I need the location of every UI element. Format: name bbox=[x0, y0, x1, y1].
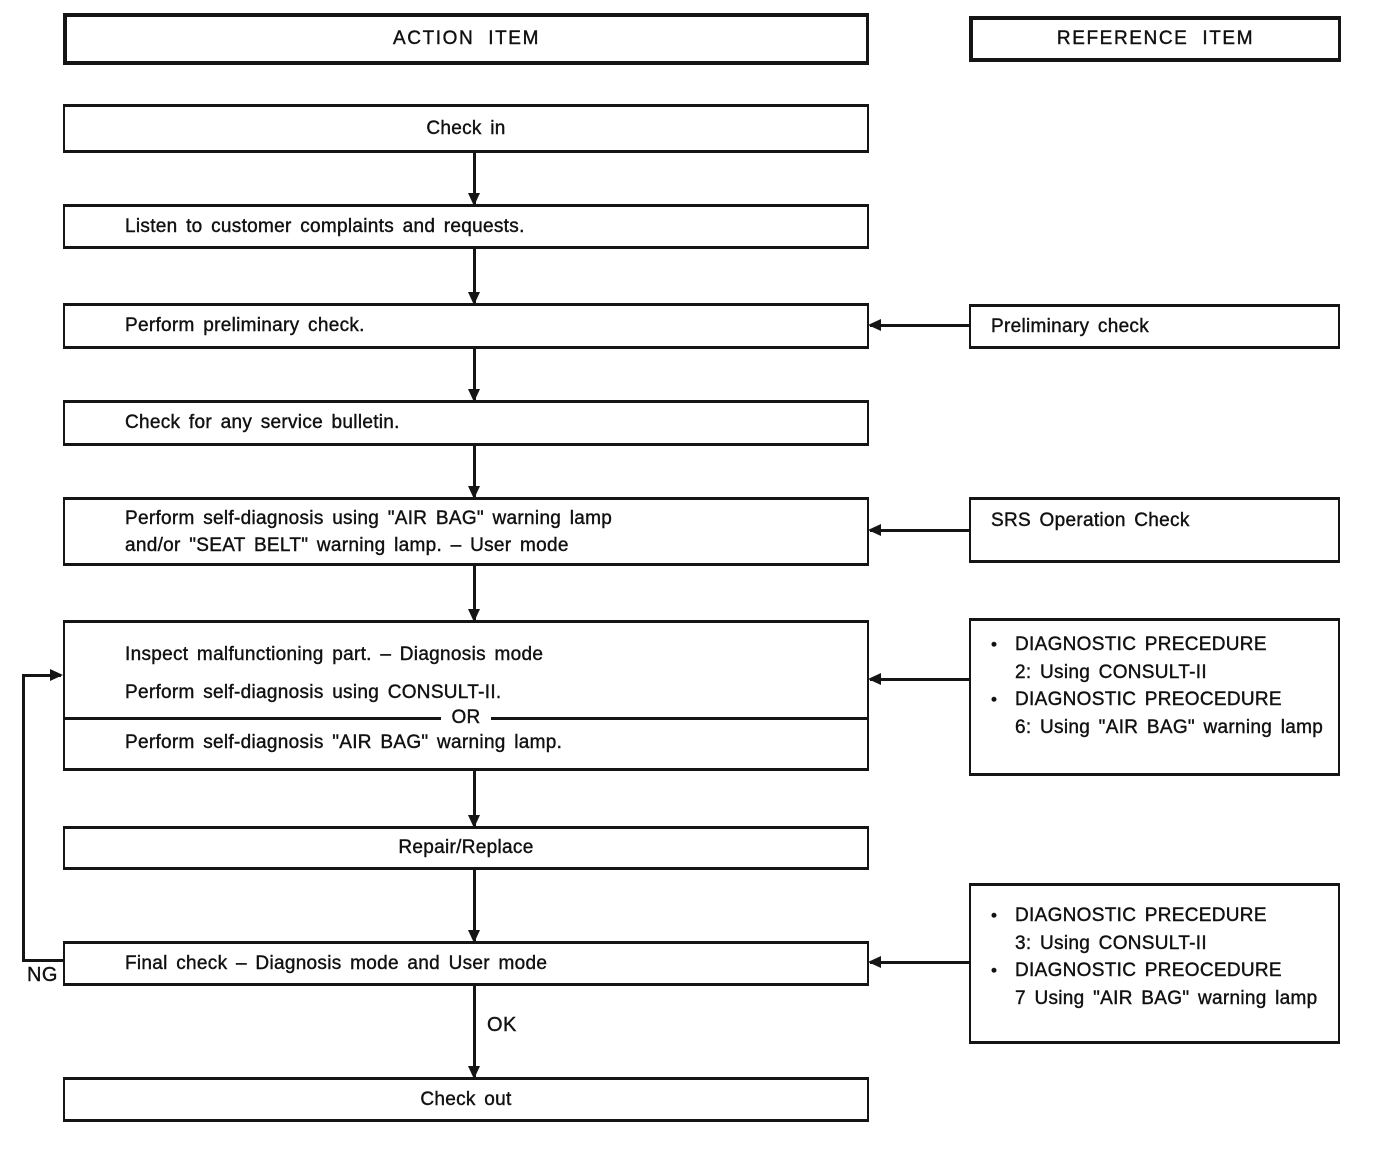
bullet-icon: • bbox=[991, 961, 998, 980]
flow-box-repair-replace: Repair/Replace bbox=[63, 826, 869, 870]
or-divider-left-rule bbox=[65, 716, 442, 720]
arrow-ref-diag-upper bbox=[868, 673, 969, 684]
flow-box-self-diagnosis: Perform self-diagnosis using "AIR BAG" w… bbox=[63, 497, 869, 566]
listen-label: Listen to customer complaints and reques… bbox=[125, 215, 525, 237]
check-in-label: Check in bbox=[426, 117, 506, 139]
arrow-bulletin-to-selfdiag bbox=[468, 446, 479, 499]
arrow-finalcheck-to-checkout bbox=[468, 986, 479, 1079]
ok-label: OK bbox=[487, 1014, 517, 1036]
inspect-lower-section: Perform self-diagnosis "AIR BAG" warning… bbox=[65, 718, 867, 768]
diagnostic-lower-item-2: • DIAGNOSTIC PREOCEDURE 7 Using "AIR BAG… bbox=[991, 957, 1324, 1012]
diag-lower-2-title: DIAGNOSTIC PREOCEDURE bbox=[1015, 960, 1282, 981]
diagnostic-lower-item-1: • DIAGNOSTIC PRECEDURE 3: Using CONSULT-… bbox=[991, 902, 1324, 957]
check-out-label: Check out bbox=[420, 1088, 512, 1110]
action-item-header-label: ACTION ITEM bbox=[392, 28, 541, 49]
diag-upper-2-detail: 6: Using "AIR BAG" warning lamp bbox=[1015, 716, 1324, 738]
final-check-label: Final check – Diagnosis mode and User mo… bbox=[125, 952, 548, 974]
bullet-icon: • bbox=[991, 690, 998, 709]
arrow-preliminary-to-bulletin bbox=[468, 349, 479, 402]
or-divider-right-rule bbox=[490, 716, 868, 720]
flow-box-check-out: Check out bbox=[63, 1077, 869, 1122]
action-item-header: ACTION ITEM bbox=[63, 13, 869, 65]
bullet-icon: • bbox=[991, 635, 998, 654]
diag-upper-1-title: DIAGNOSTIC PRECEDURE bbox=[1015, 634, 1267, 655]
ng-loop-vertical-segment bbox=[22, 674, 25, 961]
diag-lower-1-title: DIAGNOSTIC PRECEDURE bbox=[1015, 905, 1267, 926]
inspect-upper-section: Inspect malfunctioning part. – Diagnosis… bbox=[65, 623, 867, 718]
arrow-listen-to-preliminary bbox=[468, 249, 479, 305]
preliminary-check-label: Perform preliminary check. bbox=[125, 315, 365, 336]
repair-replace-label: Repair/Replace bbox=[398, 837, 534, 858]
service-bulletin-label: Check for any service bulletin. bbox=[125, 412, 400, 433]
arrow-ref-preliminary bbox=[868, 319, 969, 330]
diag-upper-1-detail: 2: Using CONSULT-II bbox=[1015, 661, 1207, 683]
ref-preliminary-label: Preliminary check bbox=[991, 315, 1150, 337]
flow-box-preliminary-check: Perform preliminary check. bbox=[63, 303, 869, 349]
diag-lower-1-detail: 3: Using CONSULT-II bbox=[1015, 932, 1207, 954]
flow-box-check-in: Check in bbox=[63, 104, 869, 153]
or-label: OR bbox=[451, 707, 481, 728]
arrow-checkin-to-listen bbox=[468, 153, 479, 206]
flow-box-listen: Listen to customer complaints and reques… bbox=[63, 204, 869, 249]
diag-upper-2-title: DIAGNOSTIC PREOCEDURE bbox=[1015, 689, 1282, 710]
ref-box-preliminary-check: Preliminary check bbox=[969, 304, 1340, 349]
inspect-line2: Perform self-diagnosis using CONSULT-II. bbox=[125, 682, 502, 703]
ref-box-diagnostic-lower: • DIAGNOSTIC PRECEDURE 3: Using CONSULT-… bbox=[969, 883, 1340, 1044]
ref-box-diagnostic-upper: • DIAGNOSTIC PRECEDURE 2: Using CONSULT-… bbox=[969, 618, 1340, 776]
arrow-ref-diag-lower bbox=[868, 956, 969, 967]
bullet-icon: • bbox=[991, 906, 998, 925]
diag-lower-2-detail: 7 Using "AIR BAG" warning lamp bbox=[1015, 987, 1318, 1009]
arrow-ref-srs bbox=[868, 524, 969, 535]
arrow-selfdiag-to-inspect bbox=[468, 566, 479, 622]
self-diagnosis-line1: Perform self-diagnosis using "AIR BAG" w… bbox=[125, 507, 613, 529]
flow-box-service-bulletin: Check for any service bulletin. bbox=[63, 400, 869, 446]
self-diagnosis-line2: and/or "SEAT BELT" warning lamp. – User … bbox=[125, 534, 569, 556]
arrow-inspect-to-repair bbox=[468, 771, 479, 828]
reference-item-header: REFERENCE ITEM bbox=[969, 16, 1341, 62]
flow-box-inspect-malfunction: Inspect malfunctioning part. – Diagnosis… bbox=[63, 620, 869, 771]
ng-label: NG bbox=[27, 964, 58, 986]
diagnostic-upper-item-1: • DIAGNOSTIC PRECEDURE 2: Using CONSULT-… bbox=[991, 631, 1324, 686]
inspect-line1: Inspect malfunctioning part. – Diagnosis… bbox=[125, 644, 544, 665]
inspect-line3: Perform self-diagnosis "AIR BAG" warning… bbox=[125, 732, 563, 753]
ng-loop-bottom-segment bbox=[22, 959, 63, 962]
flow-box-final-check: Final check – Diagnosis mode and User mo… bbox=[63, 941, 869, 986]
ref-srs-label: SRS Operation Check bbox=[991, 510, 1190, 531]
reference-item-header-label: REFERENCE ITEM bbox=[1056, 28, 1255, 49]
ng-loop-arrow-into-inspect bbox=[22, 669, 63, 680]
arrow-repair-to-finalcheck bbox=[468, 870, 479, 943]
diagnostic-upper-item-2: • DIAGNOSTIC PREOCEDURE 6: Using "AIR BA… bbox=[991, 686, 1324, 741]
ref-box-srs-operation-check: SRS Operation Check bbox=[969, 497, 1340, 563]
